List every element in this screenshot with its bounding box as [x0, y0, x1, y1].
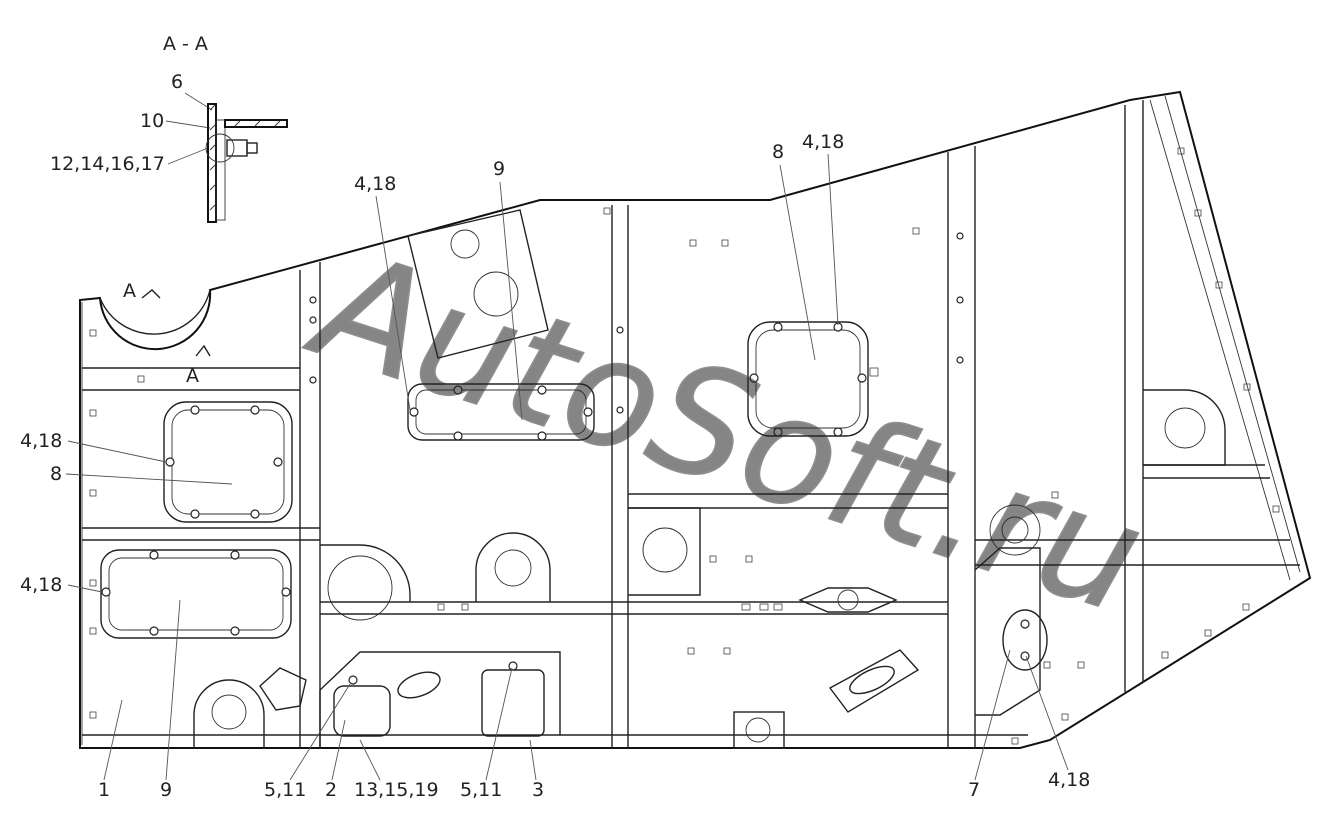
callout-left-8: 8 — [50, 463, 62, 485]
watermark: AutoSoft.ru — [291, 216, 1162, 647]
section-title: A - A — [163, 33, 208, 55]
section-view-a-a: A - A 6 10 12,14,16,17 — [50, 33, 288, 223]
callout-left-4-18-upper: 4,18 — [20, 430, 62, 452]
callout-bottom-7: 7 — [968, 779, 980, 801]
callout-12-14-16-17: 12,14,16,17 — [50, 153, 165, 175]
callout-bottom-4-18: 4,18 — [1048, 769, 1090, 791]
callout-top-4-18-left: 4,18 — [354, 173, 396, 195]
callout-bottom-13-15-19: 13,15,19 — [354, 779, 439, 801]
callouts: 4,18 9 8 4,18 4,18 8 4,18 1 9 5,11 2 13,… — [20, 131, 1090, 801]
callout-bottom-1: 1 — [98, 779, 110, 801]
callout-top-8: 8 — [772, 141, 784, 163]
callout-bottom-5-11-left: 5,11 — [264, 779, 306, 801]
callout-bottom-5-11-right: 5,11 — [460, 779, 502, 801]
callout-6: 6 — [171, 71, 183, 93]
callout-10: 10 — [140, 110, 164, 132]
callout-top-9: 9 — [493, 158, 505, 180]
cut-mark-bottom: A — [186, 365, 199, 387]
callout-bottom-3: 3 — [532, 779, 544, 801]
callout-bottom-9: 9 — [160, 779, 172, 801]
cut-mark-top: A — [123, 280, 136, 302]
callout-bottom-2: 2 — [325, 779, 337, 801]
callout-left-4-18-lower: 4,18 — [20, 574, 62, 596]
main-frame-view: A A — [79, 90, 1312, 749]
callout-top-4-18-right: 4,18 — [802, 131, 844, 153]
